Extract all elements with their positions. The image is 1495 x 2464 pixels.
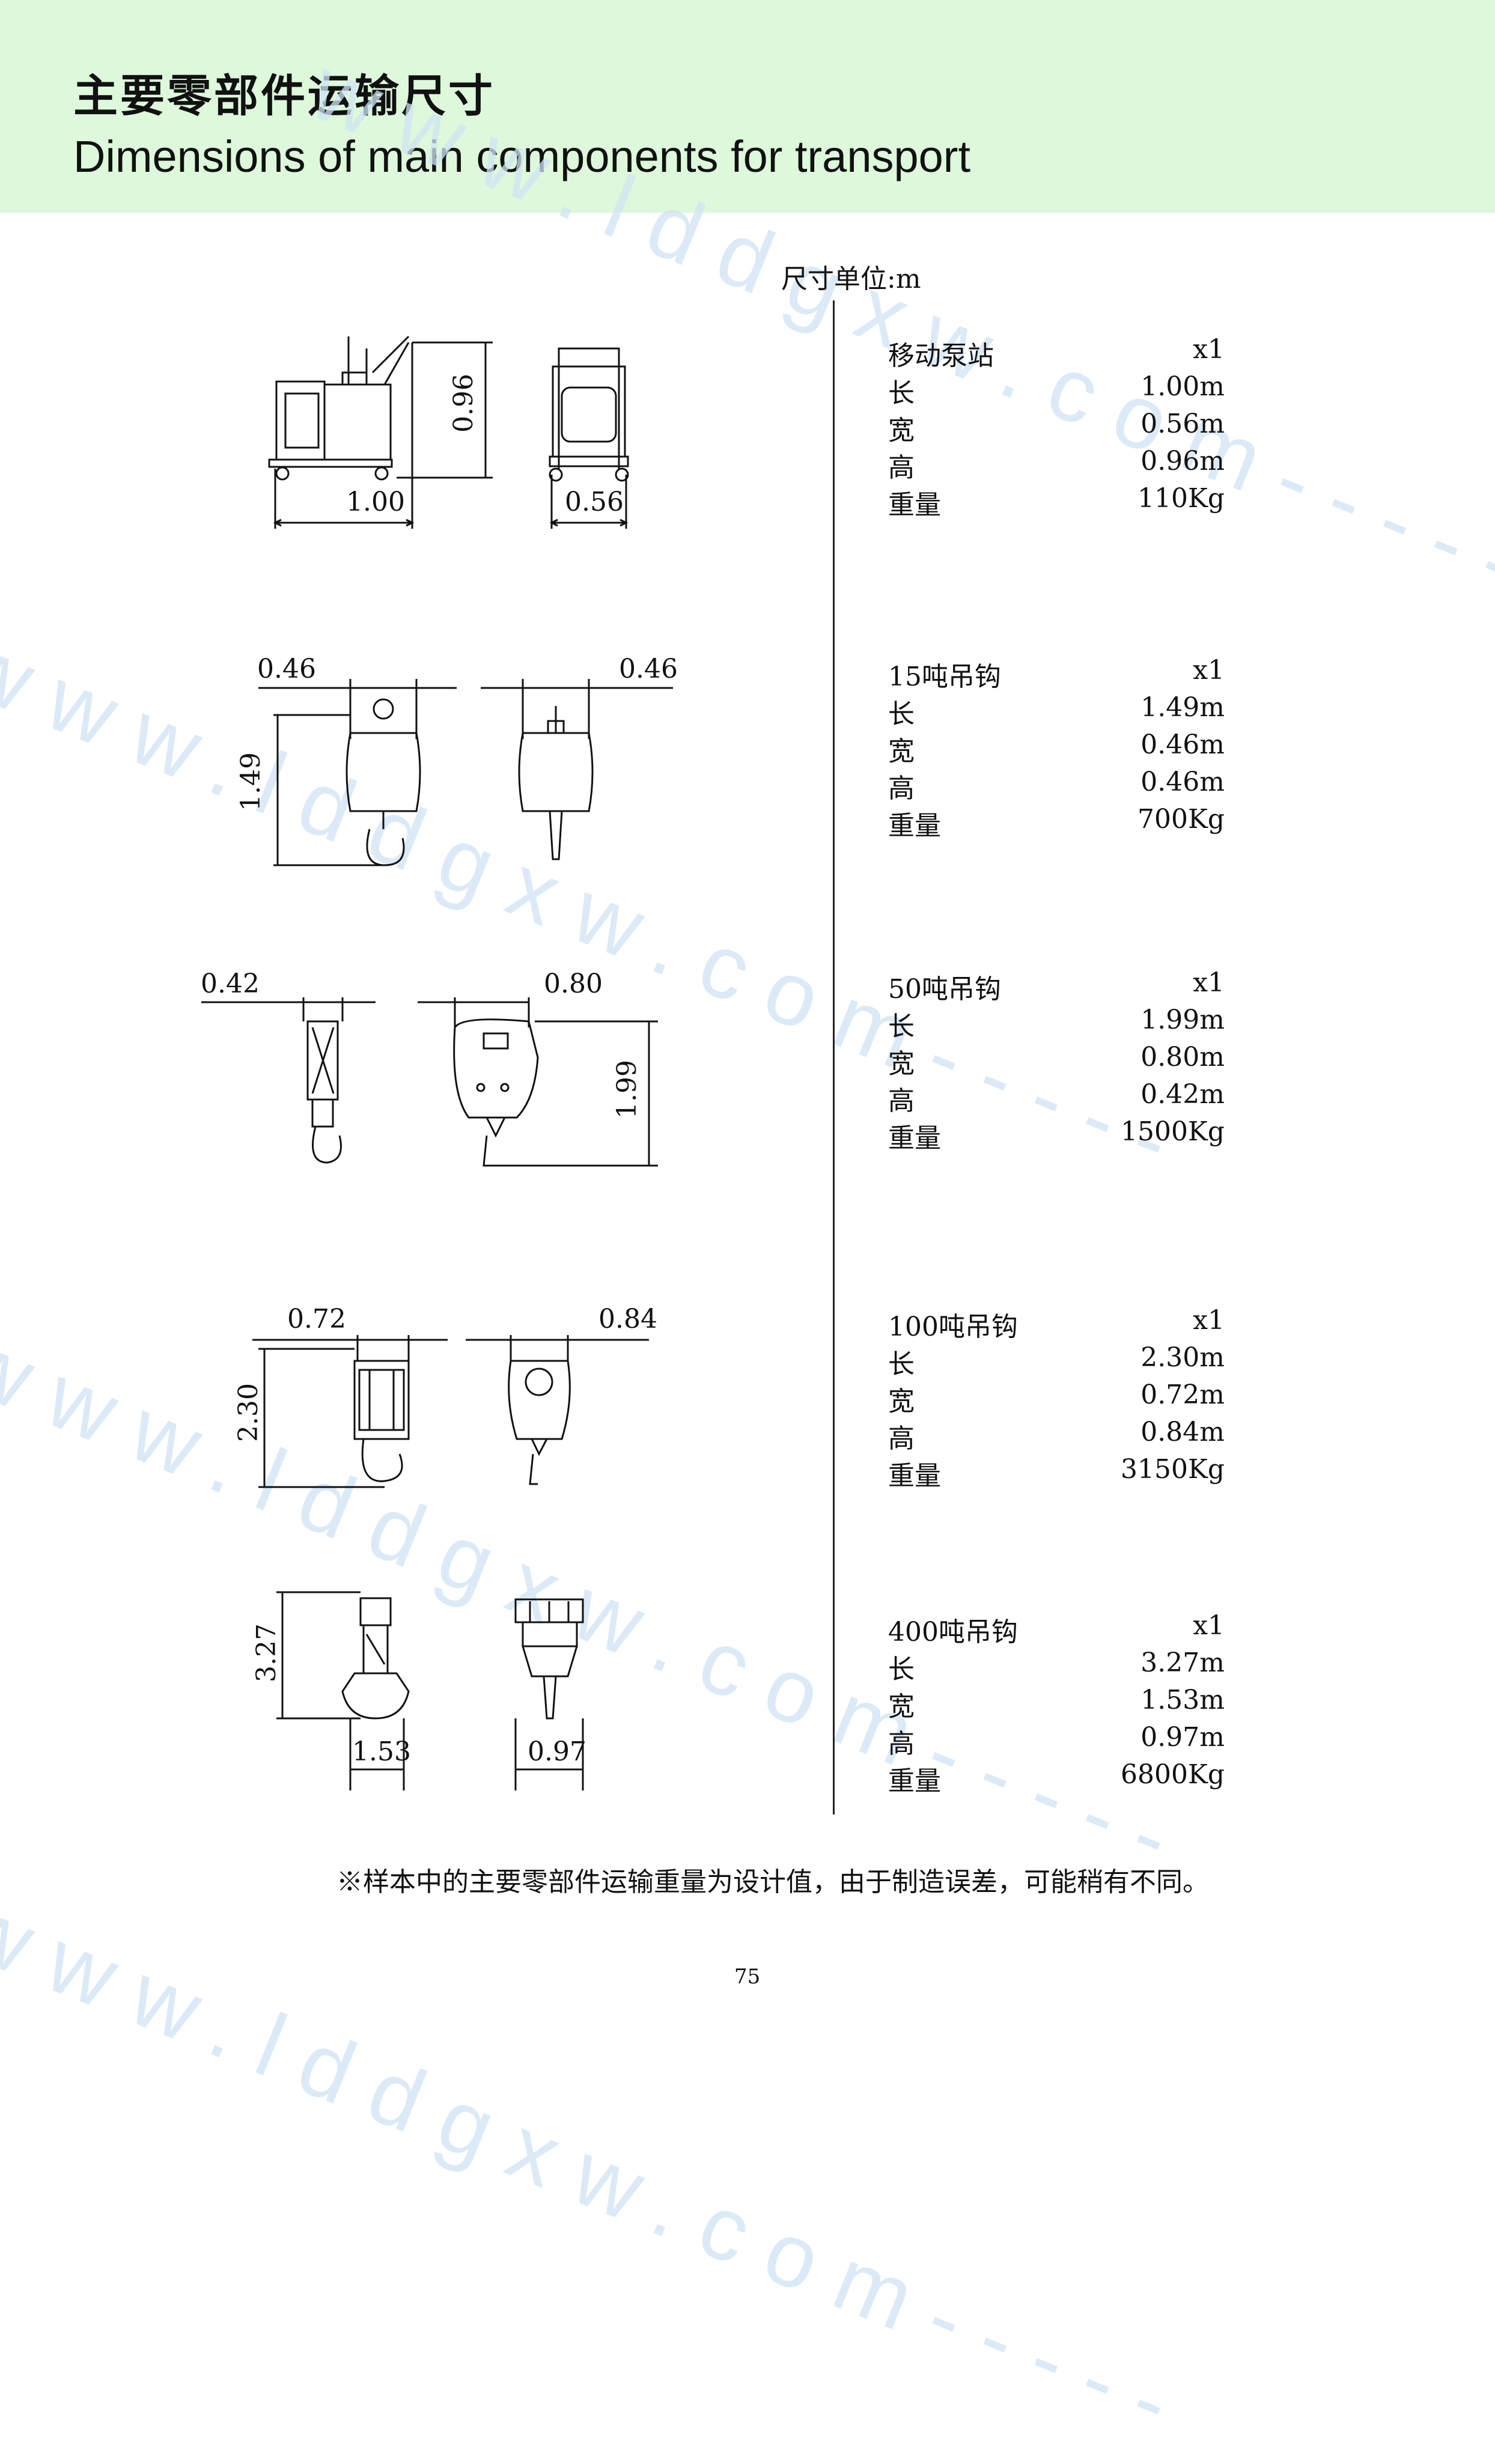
spec-qty: x1 xyxy=(1193,655,1225,686)
spec-value: 0.96m xyxy=(1140,446,1225,476)
spec-value: 1.99m xyxy=(1140,1005,1225,1035)
spec-qty: x1 xyxy=(1193,1305,1225,1336)
hook15-front-width-dim: 0.46 xyxy=(619,654,678,684)
spec-label: 重量 xyxy=(888,1123,941,1154)
hook100-drawing xyxy=(252,1335,649,1488)
hook400-height-dim: 3.27 xyxy=(251,1623,282,1682)
spec-label: 长 xyxy=(888,699,915,729)
spec-value: 3150Kg xyxy=(1120,1454,1225,1485)
spec-value: 3.27m xyxy=(1140,1647,1225,1678)
spec-name: 400吨吊钩 xyxy=(888,1617,1018,1647)
hook50-height-dim: 1.99 xyxy=(612,1060,642,1119)
page-number: 75 xyxy=(734,1965,761,1989)
pump-length-dim: 1.00 xyxy=(346,487,405,517)
spec-label: 宽 xyxy=(888,1691,915,1722)
page-title-en: Dimensions of main components for transp… xyxy=(73,132,971,181)
column-divider xyxy=(833,300,835,1815)
hook50-front-width-dim: 0.80 xyxy=(544,969,603,999)
spec-label: 重量 xyxy=(888,1461,941,1491)
hook15-side-width-dim: 0.46 xyxy=(257,654,316,684)
spec-label: 高 xyxy=(888,1086,915,1116)
hook50-side-width-dim: 0.42 xyxy=(201,969,260,999)
spec-label: 长 xyxy=(888,1349,915,1380)
spec-value: 0.56m xyxy=(1140,409,1225,439)
hook400-front-width-dim: 0.97 xyxy=(528,1736,586,1767)
spec-qty: x1 xyxy=(1193,1610,1225,1641)
spec-value: 2.30m xyxy=(1140,1342,1225,1373)
spec-block-pump: 移动泵站 x1 长 1.00m 宽 0.56m 高 0.96m 重量 110Kg xyxy=(888,334,1225,520)
spec-value: 1.53m xyxy=(1140,1685,1225,1715)
spec-label: 宽 xyxy=(888,1048,915,1079)
spec-value: 0.46m xyxy=(1140,767,1225,797)
spec-name: 移动泵站 xyxy=(888,341,994,371)
spec-label: 重量 xyxy=(888,1766,941,1796)
spec-name: 100吨吊钩 xyxy=(888,1312,1018,1342)
spec-value: 0.46m xyxy=(1140,729,1225,760)
hook100-height-dim: 2.30 xyxy=(233,1383,264,1442)
spec-label: 宽 xyxy=(888,415,915,446)
hook15-drawing xyxy=(258,679,673,866)
spec-value: 0.84m xyxy=(1140,1417,1225,1447)
spec-label: 长 xyxy=(888,378,915,409)
hook100-front-width-dim: 0.84 xyxy=(598,1304,657,1334)
spec-block-hook15: 15吨吊钩 x1 长 1.49m 宽 0.46m 高 0.46m 重量 700Kg xyxy=(888,655,1225,841)
spec-label: 重量 xyxy=(888,490,941,520)
spec-value: 0.42m xyxy=(1140,1079,1225,1110)
pump-height-dim: 0.96 xyxy=(448,374,479,433)
spec-name: 15吨吊钩 xyxy=(888,662,1001,692)
spec-qty: x1 xyxy=(1193,967,1225,998)
spec-label: 长 xyxy=(888,1654,915,1685)
spec-label: 宽 xyxy=(888,736,915,767)
spec-label: 高 xyxy=(888,452,915,483)
spec-value: 0.80m xyxy=(1140,1042,1225,1072)
spec-qty: x1 xyxy=(1193,334,1225,365)
spec-block-hook100: 100吨吊钩 x1 长 2.30m 宽 0.72m 高 0.84m 重量 3150Kg xyxy=(888,1305,1225,1491)
pump-width-dim: 0.56 xyxy=(565,487,624,517)
hook100-side-width-dim: 0.72 xyxy=(287,1304,346,1334)
spec-name: 50吨吊钩 xyxy=(888,974,1001,1005)
spec-value: 6800Kg xyxy=(1120,1759,1225,1790)
spec-value: 110Kg xyxy=(1137,483,1225,514)
footnote: ※样本中的主要零部件运输重量为设计值，由于制造误差，可能稍有不同。 xyxy=(336,1867,1209,1897)
spec-label: 重量 xyxy=(888,811,941,841)
hook400-drawing xyxy=(276,1591,584,1790)
spec-label: 高 xyxy=(888,1423,915,1454)
spec-label: 高 xyxy=(888,1729,915,1759)
spec-block-hook400: 400吨吊钩 x1 长 3.27m 宽 1.53m 高 0.97m 重量 6800Kg xyxy=(888,1610,1225,1796)
spec-value: 0.72m xyxy=(1140,1380,1225,1410)
spec-value: 1.49m xyxy=(1140,692,1225,723)
spec-value: 0.97m xyxy=(1140,1722,1225,1753)
spec-block-hook50: 50吨吊钩 x1 长 1.99m 宽 0.80m 高 0.42m 重量 1500Kg xyxy=(888,967,1225,1154)
spec-value: 1500Kg xyxy=(1120,1116,1225,1147)
hook400-side-width-dim: 1.53 xyxy=(352,1736,411,1767)
dimension-drawings: 1.00 0.56 0.96 0.46 0.46 1.49 xyxy=(201,335,678,1790)
pump-station-drawing xyxy=(268,335,629,529)
unit-label: 尺寸单位:m xyxy=(781,264,921,294)
spec-label: 长 xyxy=(888,1011,915,1042)
hook50-drawing xyxy=(201,997,658,1167)
spec-value: 700Kg xyxy=(1137,804,1225,835)
header-band xyxy=(0,0,1495,213)
spec-value: 1.00m xyxy=(1140,371,1225,402)
page-title-cn: 主要零部件运输尺寸 xyxy=(73,70,495,122)
spec-label: 高 xyxy=(888,773,915,804)
hook15-height-dim: 1.49 xyxy=(236,752,266,811)
spec-label: 宽 xyxy=(888,1386,915,1417)
